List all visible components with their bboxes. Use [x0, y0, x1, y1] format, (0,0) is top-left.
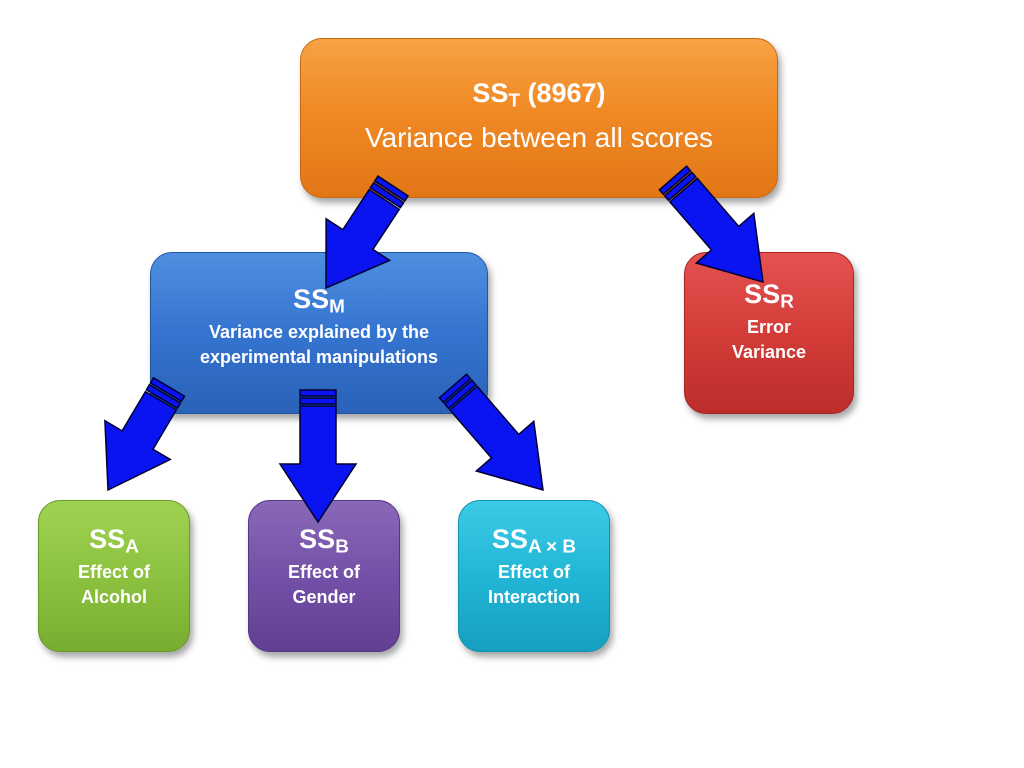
arrow-total-to-residual-stripe-1 [658, 165, 692, 196]
total-variance-title: SST (8967) [472, 78, 606, 113]
arrow-model-to-interaction-stripe-1 [438, 373, 472, 404]
total-variance-box: SST (8967) Variance between all scores [300, 38, 778, 198]
arrow-total-to-model [325, 188, 401, 290]
arrow-model-to-interaction-stripe-2 [443, 379, 477, 410]
arrow-model-to-factor-b-stripe-1 [299, 389, 337, 397]
factor-a-title: SSA [89, 523, 139, 558]
arrow-model-to-factor-a-stripe-2 [145, 383, 182, 410]
arrow-model-to-factor-b-stripe-2 [299, 397, 337, 405]
interaction-title: SSA × B [491, 523, 577, 558]
arrow-total-to-model-stripe-2 [369, 181, 405, 209]
arrow-model-to-factor-a [104, 390, 178, 492]
model-variance-title: SSM [293, 283, 345, 318]
residual-variance-title: SSR [744, 278, 794, 313]
arrow-total-to-residual-stripe-2 [663, 171, 697, 202]
arrow-model-to-factor-b [278, 405, 358, 524]
arrow-total-to-model-stripe-1 [373, 175, 410, 202]
factor-b-title: SSB [299, 523, 349, 558]
arrow-total-to-residual [668, 177, 764, 284]
arrow-model-to-interaction [448, 385, 544, 492]
total-variance-description: Variance between all scores [364, 121, 714, 153]
arrow-model-to-factor-a-stripe-1 [149, 376, 186, 403]
